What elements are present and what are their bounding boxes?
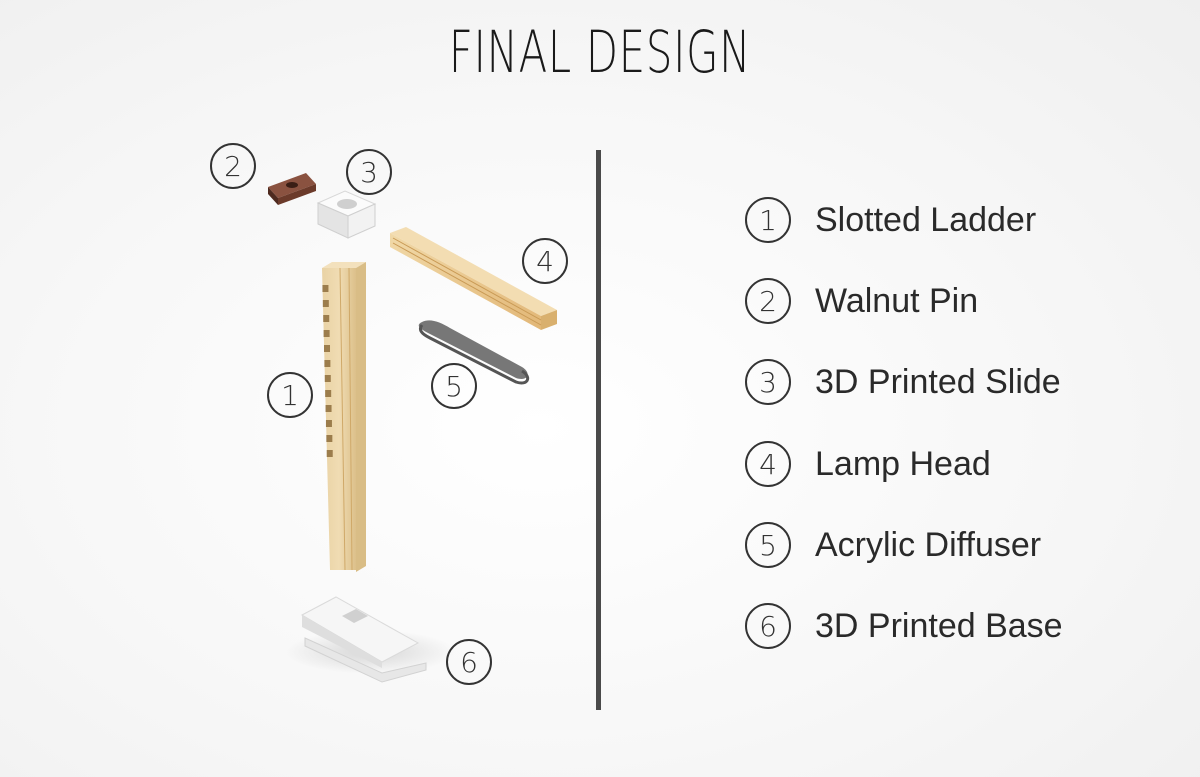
slotted-ladder-part xyxy=(322,262,366,572)
legend-label: Lamp Head xyxy=(815,444,991,483)
callout-3: 3 xyxy=(346,149,392,195)
legend-item-walnut-pin: 2 Walnut Pin xyxy=(745,278,1185,324)
legend-label: Walnut Pin xyxy=(815,281,979,320)
legend-item-slotted-ladder: 1 Slotted Ladder xyxy=(745,197,1185,243)
ladder-slots xyxy=(322,285,333,457)
legend-item-lamp-head: 4 Lamp Head xyxy=(745,441,1185,487)
legend-item-acrylic-diffuser: 5 Acrylic Diffuser xyxy=(745,522,1185,568)
ladder-slot xyxy=(326,435,333,442)
legend-label: 3D Printed Slide xyxy=(815,362,1061,401)
ladder-slot xyxy=(323,330,330,337)
legend-number: 5 xyxy=(745,522,791,568)
callout-5: 5 xyxy=(431,363,477,409)
legend-number: 3 xyxy=(745,359,791,405)
ladder-slot xyxy=(324,360,331,367)
legend-number: 6 xyxy=(745,603,791,649)
ladder-slot xyxy=(322,300,329,307)
callout-6: 6 xyxy=(446,639,492,685)
lamp-head-part xyxy=(390,227,557,330)
legend-label: 3D Printed Base xyxy=(815,606,1063,645)
ladder-slot xyxy=(324,375,331,382)
ladder-slot xyxy=(325,390,332,397)
printed-slide-part xyxy=(316,190,377,239)
callout-4: 4 xyxy=(522,238,568,284)
legend-number: 2 xyxy=(745,278,791,324)
ladder-slot xyxy=(325,420,332,427)
legend-item-printed-base: 6 3D Printed Base xyxy=(745,603,1185,649)
vertical-divider xyxy=(596,150,601,710)
legend-label: Acrylic Diffuser xyxy=(815,525,1042,564)
ladder-slot xyxy=(326,450,333,457)
legend-item-printed-slide: 3 3D Printed Slide xyxy=(745,359,1185,405)
walnut-pin-part xyxy=(268,173,316,205)
callout-2: 2 xyxy=(210,143,256,189)
ladder-slot xyxy=(323,315,330,322)
acrylic-diffuser-part xyxy=(418,320,530,385)
callout-1: 1 xyxy=(267,372,313,418)
printed-base-part xyxy=(300,596,427,683)
legend-label: Slotted Ladder xyxy=(815,200,1037,239)
ladder-slot xyxy=(322,285,329,292)
ladder-slot xyxy=(324,345,331,352)
legend-number: 4 xyxy=(745,441,791,487)
ladder-slot xyxy=(325,405,332,412)
page-title: FINAL DESIGN xyxy=(448,18,752,86)
legend-number: 1 xyxy=(745,197,791,243)
